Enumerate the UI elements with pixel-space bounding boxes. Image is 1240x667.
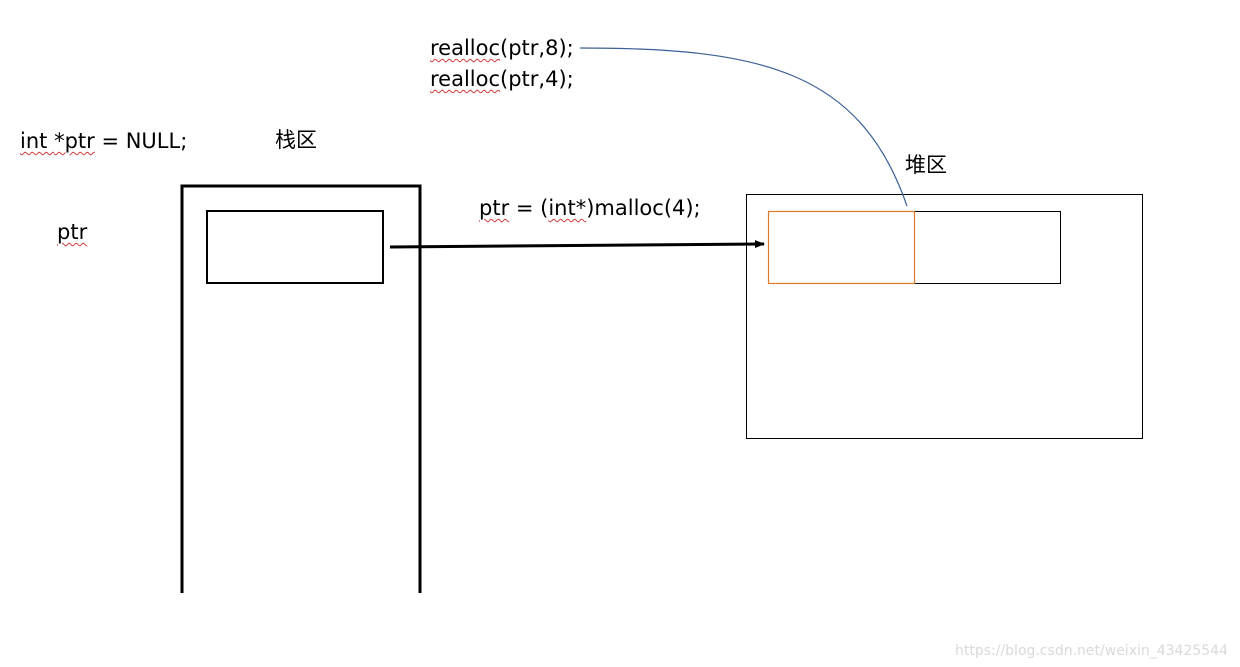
realloc-args-2: (ptr,4); xyxy=(500,67,574,91)
malloc-block xyxy=(767,210,916,285)
watermark: https://blog.csdn.net/weixin_43425544 xyxy=(954,643,1228,659)
ptr-declaration-label: int *ptr = NULL; xyxy=(20,128,187,154)
malloc-call: )malloc(4); xyxy=(586,196,701,220)
realloc-args-1: (ptr,8); xyxy=(500,36,574,60)
realloc-connector-curve xyxy=(579,47,908,207)
stack-area-label: 栈区 xyxy=(275,128,317,152)
realloc-4-label: realloc(ptr,4); xyxy=(430,66,574,92)
pointer-arrow xyxy=(389,240,765,249)
realloc-extension-block xyxy=(914,211,1061,284)
realloc-8-label: realloc(ptr,8); xyxy=(430,35,574,61)
heap-area-label: 堆区 xyxy=(905,153,947,177)
stack-region xyxy=(180,184,422,593)
heap-region xyxy=(746,194,1143,439)
malloc-assign: = ( xyxy=(509,196,549,220)
ptr-variable-label: ptr xyxy=(57,220,88,244)
ptr-variable-cell xyxy=(206,210,384,284)
malloc-cast-token: int* xyxy=(548,196,587,220)
realloc-fn-2: realloc xyxy=(430,67,501,91)
null-assignment: = NULL; xyxy=(94,129,188,153)
malloc-ptr-token: ptr xyxy=(479,196,510,220)
malloc-call-label: ptr = (int*)malloc(4); xyxy=(479,195,701,221)
realloc-fn-1: realloc xyxy=(430,36,501,60)
ptr-token: *ptr xyxy=(54,129,95,153)
int-keyword: int xyxy=(20,129,55,153)
